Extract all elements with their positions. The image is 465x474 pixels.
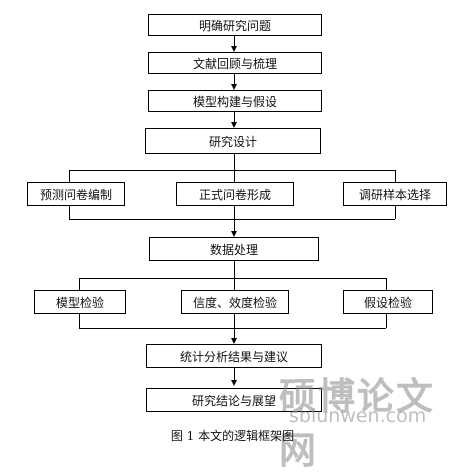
step-label: 模型构建与假设 — [192, 94, 277, 109]
step-model-test: 模型检验 — [34, 290, 126, 314]
step-reliability-validity: 信度、效度检验 — [181, 290, 289, 314]
branch-line — [79, 278, 386, 279]
connector — [234, 219, 235, 231]
arrow-down-icon — [231, 338, 237, 344]
step-label: 模型检验 — [55, 295, 104, 310]
step-label: 正式问卷形成 — [198, 187, 271, 202]
merge-line — [79, 328, 386, 329]
connector — [234, 368, 235, 380]
connector — [234, 261, 235, 278]
connector — [395, 206, 396, 219]
step-label: 研究结论与展望 — [191, 393, 276, 408]
arrow-down-icon — [231, 231, 237, 237]
step-hypothesis-test: 假设检验 — [343, 290, 433, 314]
arrow-down-icon — [231, 84, 237, 90]
step-conclusion-outlook: 研究结论与展望 — [146, 388, 322, 412]
connector — [79, 314, 80, 328]
step-formal-questionnaire: 正式问卷形成 — [176, 182, 294, 206]
step-label: 统计分析结果与建议 — [179, 349, 288, 364]
step-data-processing: 数据处理 — [149, 237, 319, 261]
merge-line — [69, 219, 395, 220]
connector — [234, 278, 235, 290]
connector — [69, 206, 70, 219]
connector — [234, 170, 235, 182]
step-literature-review: 文献回顾与梳理 — [148, 52, 322, 74]
arrow-down-icon — [231, 122, 237, 128]
connector — [386, 314, 387, 328]
branch-line — [69, 170, 395, 171]
watermark-url: sblunwen.com — [289, 405, 427, 427]
step-label: 信度、效度检验 — [192, 295, 277, 310]
step-label: 预测问卷编制 — [39, 187, 112, 202]
connector — [386, 278, 387, 290]
step-model-hypothesis: 模型构建与假设 — [148, 90, 322, 112]
step-define-research-question: 明确研究问题 — [148, 14, 322, 36]
connector — [79, 278, 80, 290]
arrow-down-icon — [231, 380, 237, 386]
connector — [234, 36, 235, 49]
connector — [234, 314, 235, 328]
connector — [395, 170, 396, 182]
step-label: 明确研究问题 — [198, 18, 271, 33]
step-label: 假设检验 — [363, 295, 412, 310]
step-label: 研究设计 — [208, 134, 257, 149]
step-sample-selection: 调研样本选择 — [343, 182, 447, 206]
connector — [69, 170, 70, 182]
step-label: 数据处理 — [209, 242, 258, 257]
step-label: 文献回顾与梳理 — [192, 56, 277, 71]
arrow-down-icon — [231, 46, 237, 52]
connector — [234, 328, 235, 338]
connector — [234, 74, 235, 87]
step-label: 调研样本选择 — [358, 187, 431, 202]
connector — [234, 154, 235, 170]
connector — [234, 206, 235, 219]
step-statistical-analysis: 统计分析结果与建议 — [146, 344, 322, 368]
step-pretest-questionnaire: 预测问卷编制 — [27, 182, 125, 206]
figure-caption: 图 1 本文的逻辑框架图 — [170, 429, 295, 443]
connector — [234, 112, 235, 125]
step-research-design: 研究设计 — [145, 128, 321, 154]
